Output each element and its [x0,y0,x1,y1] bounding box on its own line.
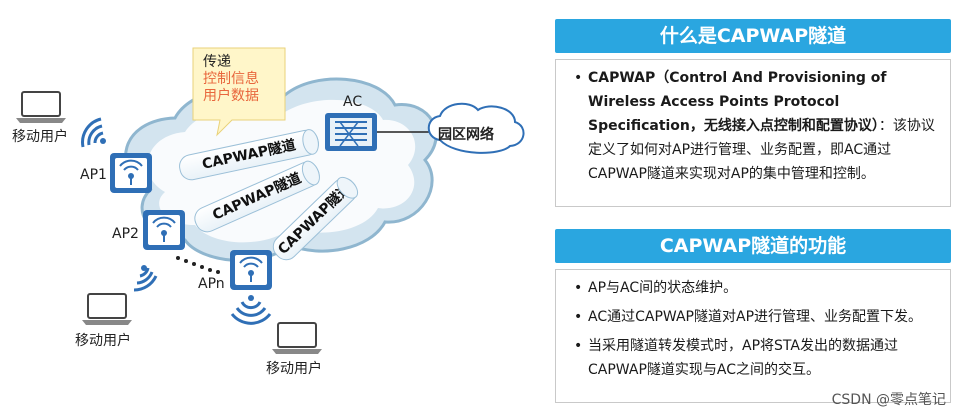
capwap-network-diagram: 传递 控制信息 用户数据 AC 园区网络 CAPWAP隧道 CAPWAP隧道 C… [0,0,550,415]
ap2-icon [143,210,185,250]
definition-item: CAPWAP（Control And Provisioning of Wirel… [574,66,940,186]
campus-network-cloud [427,102,525,154]
definition-bold: CAPWAP（Control And Provisioning of Wirel… [588,70,887,134]
ap2-label: AP2 [112,226,139,242]
panel-body: CAPWAP（Control And Provisioning of Wirel… [555,59,951,207]
ac-label: AC [343,94,363,110]
ap1-label: AP1 [80,167,107,183]
ellipsis-dots [176,256,220,274]
wifi-signal-icon [230,295,272,325]
panel-body: AP与AC间的状态维护。 AC通过CAPWAP隧道对AP进行管理、业务配置下发。… [555,269,951,403]
callout-line-1: 传递 [203,54,231,70]
panel-title: 什么是CAPWAP隧道 [555,19,951,53]
laptop-icon [16,91,66,123]
campus-network-label: 园区网络 [438,127,494,143]
ap1-icon [110,153,152,193]
wifi-signal-icon [133,265,158,292]
list-item: 当采用隧道转发模式时，AP将STA发出的数据通过CAPWAP隧道实现与AC之间的… [574,334,940,382]
mobile-user-label: 移动用户 [12,129,68,145]
callout: 传递 控制信息 用户数据 [193,48,285,120]
list-item: AC通过CAPWAP隧道对AP进行管理、业务配置下发。 [574,305,940,329]
callout-line-3: 用户数据 [203,88,259,104]
capwap-function-panel: CAPWAP隧道的功能 AP与AC间的状态维护。 AC通过CAPWAP隧道对AP… [555,229,951,403]
panel-title: CAPWAP隧道的功能 [555,229,951,263]
list-item: AP与AC间的状态维护。 [574,276,940,300]
callout-line-2: 控制信息 [203,71,259,87]
callout-bubble [192,47,286,137]
laptop-icon [82,293,132,325]
apn-label: APn [198,276,225,292]
watermark: CSDN @零点笔记 [831,392,946,408]
wifi-signal-icon [81,117,106,148]
ac-device-icon [325,113,377,151]
apn-icon [230,250,272,290]
what-is-capwap-panel: 什么是CAPWAP隧道 CAPWAP（Control And Provision… [555,19,951,207]
mobile-user-label: 移动用户 [75,333,131,349]
definition-text: ：该协议定义了如何对AP进行管理、业务配置，即AC通过CAPWAP隧道来实现对A… [588,118,935,182]
mobile-user-label: 移动用户 [266,361,322,377]
laptop-icon [272,322,322,354]
